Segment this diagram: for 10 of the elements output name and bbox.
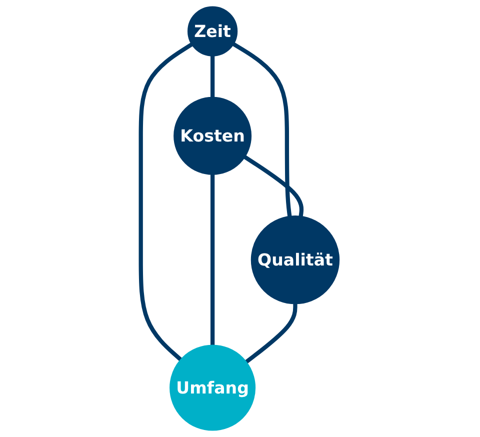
node-circle: Zeit xyxy=(188,6,238,56)
node-circle: Kosten xyxy=(174,96,252,175)
connector xyxy=(232,42,292,217)
connector xyxy=(210,174,215,346)
connector xyxy=(244,155,304,217)
connector xyxy=(245,304,298,364)
connector xyxy=(138,42,193,362)
connector xyxy=(210,56,215,98)
node-circle: Umfang xyxy=(170,344,256,431)
node-circle: Qualität xyxy=(250,215,340,304)
